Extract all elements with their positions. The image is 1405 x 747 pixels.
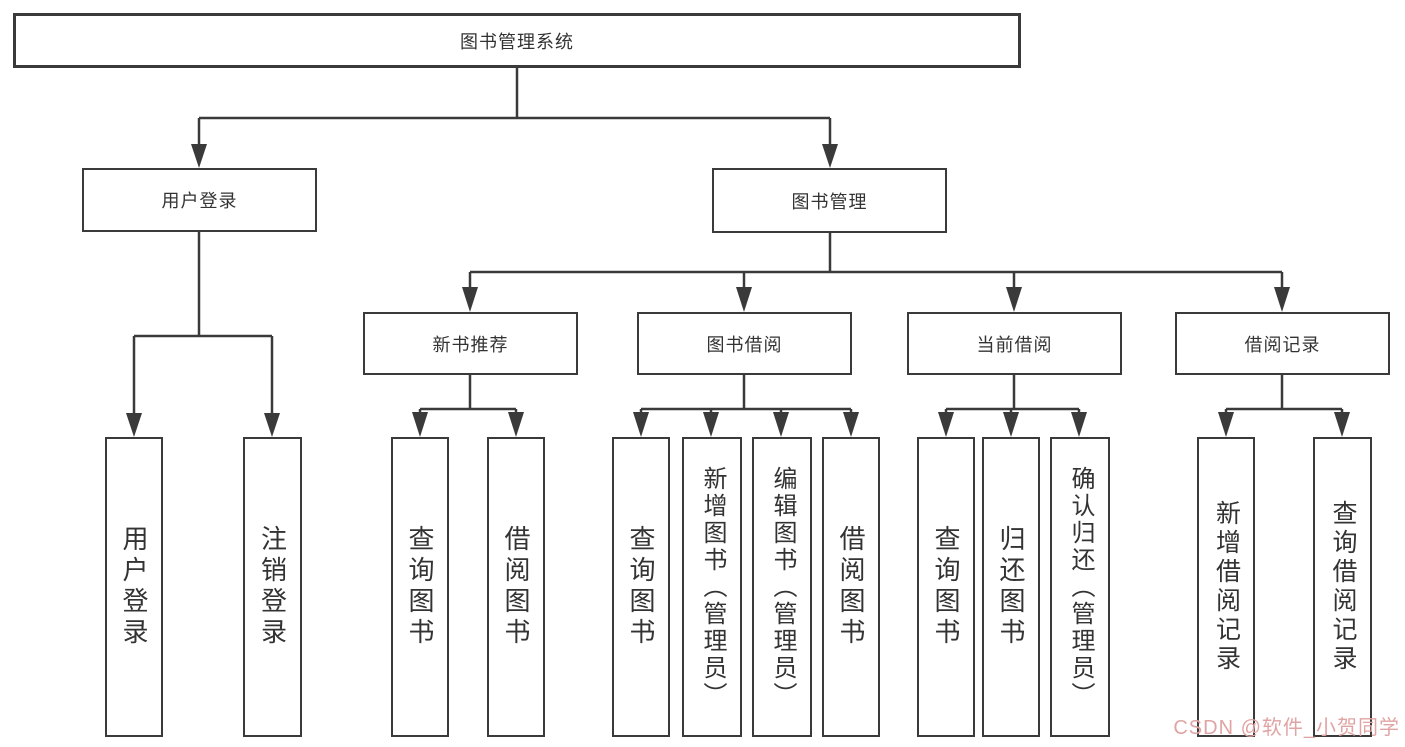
leaf-add-book-admin: 新增图书（管理员）	[682, 437, 742, 737]
tree-edges	[132, 68, 1344, 416]
leaf-query-borrow-record: 查询借阅记录	[1313, 437, 1372, 737]
leaf-logout-label: 注销登录	[257, 525, 288, 649]
leaf-edit-book-admin-label: 编辑图书（管理员）	[769, 465, 796, 709]
leaf-borrow-books-2-label: 借阅图书	[836, 525, 866, 649]
leaf-query-books-2-label: 查询图书	[626, 525, 656, 649]
leaf-return-books-label: 归还图书	[996, 525, 1026, 649]
leaf-query-books-1: 查询图书	[391, 437, 449, 737]
leaf-borrow-books-2: 借阅图书	[822, 437, 880, 737]
node-borrowing-records-label: 借阅记录	[1244, 334, 1321, 355]
leaf-add-borrow-record-label: 新增借阅记录	[1212, 500, 1241, 674]
leaf-query-books-3-label: 查询图书	[931, 525, 961, 649]
leaf-query-books-1-label: 查询图书	[405, 525, 435, 649]
leaf-user-login-label: 用户登录	[119, 525, 149, 649]
node-user-login-label: 用户登录	[161, 191, 238, 211]
leaf-confirm-return-admin: 确认归还（管理员）	[1050, 437, 1110, 737]
leaf-query-books-3: 查询图书	[917, 437, 975, 737]
leaf-add-book-admin-label: 新增图书（管理员）	[699, 465, 726, 709]
leaf-confirm-return-admin-label: 确认归还（管理员）	[1067, 465, 1094, 709]
node-borrowing-records: 借阅记录	[1175, 312, 1390, 375]
node-current-borrowing-label: 当前借阅	[976, 334, 1053, 355]
node-book-management: 图书管理	[712, 168, 947, 233]
node-book-borrowing: 图书借阅	[637, 312, 852, 375]
leaf-query-books-2: 查询图书	[612, 437, 670, 737]
leaf-edit-book-admin: 编辑图书（管理员）	[752, 437, 812, 737]
arrowheads	[126, 144, 1350, 437]
leaf-user-login: 用户登录	[105, 437, 163, 737]
leaf-logout: 注销登录	[243, 437, 302, 737]
node-current-borrowing: 当前借阅	[907, 312, 1122, 375]
leaf-add-borrow-record: 新增借阅记录	[1197, 437, 1255, 737]
node-book-management-label: 图书管理	[791, 191, 868, 212]
leaf-borrow-books-1-label: 借阅图书	[501, 525, 531, 649]
node-book-borrowing-label: 图书借阅	[706, 334, 783, 355]
csdn-watermark: CSDN @软件_小贺同学	[1173, 717, 1400, 739]
leaf-return-books: 归还图书	[982, 437, 1040, 737]
leaf-borrow-books-1: 借阅图书	[487, 437, 545, 737]
leaf-query-borrow-record-label: 查询借阅记录	[1329, 500, 1357, 674]
node-user-login: 用户登录	[82, 168, 317, 232]
node-library-management-system: 图书管理系统	[13, 13, 1021, 68]
node-new-book-recommendation: 新书推荐	[363, 312, 578, 375]
node-new-book-recommendation-label: 新书推荐	[432, 334, 509, 355]
node-library-management-system-label: 图书管理系统	[460, 31, 574, 52]
